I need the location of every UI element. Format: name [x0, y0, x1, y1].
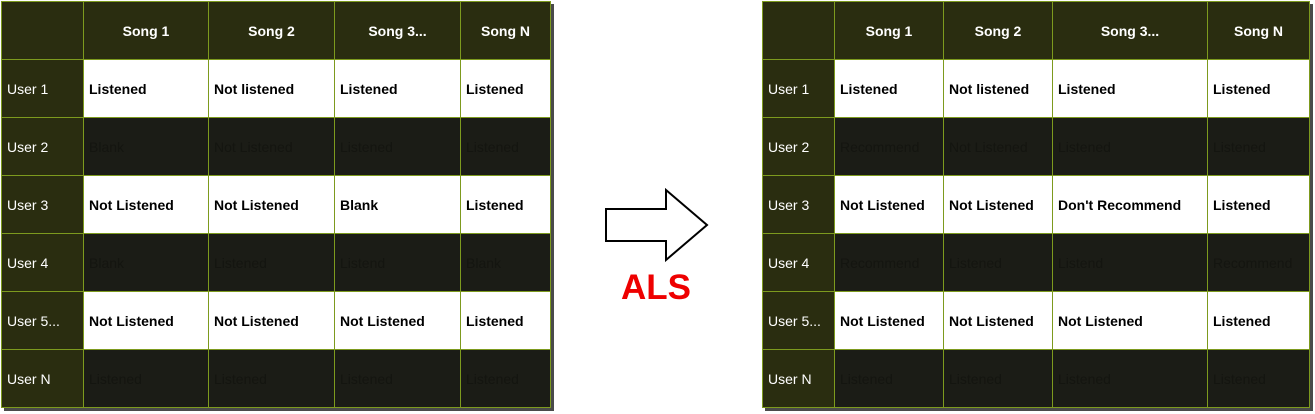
table-cell: Recommend	[834, 233, 944, 292]
table-cell: Listened	[460, 117, 551, 176]
table-cell: Listened	[460, 349, 551, 408]
table-row: User 4 Blank Listened Listend Blank	[1, 233, 551, 292]
table-cell: Not Listened	[943, 291, 1053, 350]
table-cell: Not Listened	[208, 291, 335, 350]
column-header-song-2: Song 2	[943, 1, 1053, 60]
table-cell: Not Listened	[334, 291, 461, 350]
table-cell: Not Listened	[943, 175, 1053, 234]
table-cell: Listened	[1207, 291, 1310, 350]
table-cell: Listend	[1052, 233, 1208, 292]
table-cell: Listened	[1207, 349, 1310, 408]
table-cell: Blank	[334, 175, 461, 234]
table-cell: Blank	[83, 233, 209, 292]
table-cell: Listened	[834, 349, 944, 408]
table-row: User 1 Listened Not listened Listened Li…	[1, 59, 551, 118]
table-cell: Blank	[460, 233, 551, 292]
table-cell: Don't Recommend	[1052, 175, 1208, 234]
table-cell: Listened	[1052, 117, 1208, 176]
als-label: ALS	[621, 268, 691, 307]
right-arrow-icon	[605, 188, 709, 263]
table-cell: Not Listened	[208, 117, 335, 176]
table-cell: Listened	[1207, 59, 1310, 118]
table-cell: Blank	[83, 117, 209, 176]
table-cell: Listened	[460, 59, 551, 118]
table-cell: Not Listened	[83, 291, 209, 350]
table-cell: Recommend	[1207, 233, 1310, 292]
table-cell: Listened	[943, 349, 1053, 408]
table-cell: Listened	[460, 175, 551, 234]
row-header: User N	[1, 349, 84, 408]
table-cell: Listened	[83, 59, 209, 118]
table-cell: Not Listened	[943, 117, 1053, 176]
table-cell: Listened	[83, 349, 209, 408]
table-cell: Listened	[943, 233, 1053, 292]
table-cell: Not Listened	[83, 175, 209, 234]
table-cell: Listened	[460, 291, 551, 350]
table-row: User 3 Not Listened Not Listened Blank L…	[1, 175, 551, 234]
arrow-shape	[605, 188, 709, 263]
header-row: Song 1 Song 2 Song 3... Song N	[1, 1, 551, 60]
table-cell: Listened	[334, 117, 461, 176]
table-cell: Listened	[334, 59, 461, 118]
row-header: User 2	[762, 117, 835, 176]
row-header: User 5...	[762, 291, 835, 350]
table-row: User 5... Not Listened Not Listened Not …	[1, 291, 551, 350]
table-row: User N Listened Listened Listened Listen…	[1, 349, 551, 408]
table-cell: Not listened	[943, 59, 1053, 118]
table-row: User N Listened Listened Listened Listen…	[762, 349, 1310, 408]
table-cell: Listened	[208, 349, 335, 408]
right-matrix: Song 1 Song 2 Song 3... Song N User 1 Li…	[762, 1, 1310, 408]
table-cell: Listened	[1207, 175, 1310, 234]
column-header-song-1: Song 1	[834, 1, 944, 60]
table-cell: Listend	[334, 233, 461, 292]
table-cell: Not Listened	[834, 175, 944, 234]
row-header: User N	[762, 349, 835, 408]
row-header: User 2	[1, 117, 84, 176]
row-header: User 1	[762, 59, 835, 118]
header-row: Song 1 Song 2 Song 3... Song N	[762, 1, 1310, 60]
table-cell: Listened	[1052, 59, 1208, 118]
column-header-song-n: Song N	[460, 1, 551, 60]
row-header: User 5...	[1, 291, 84, 350]
table-cell: Not Listened	[1052, 291, 1208, 350]
column-header-song-1: Song 1	[83, 1, 209, 60]
table-row: User 3 Not Listened Not Listened Don't R…	[762, 175, 1310, 234]
column-header-song-2: Song 2	[208, 1, 335, 60]
table-row: User 2 Recommend Not Listened Listened L…	[762, 117, 1310, 176]
table-cell: Listened	[334, 349, 461, 408]
table-cell: Not listened	[208, 59, 335, 118]
table-row: User 4 Recommend Listened Listend Recomm…	[762, 233, 1310, 292]
table-cell: Listened	[208, 233, 335, 292]
table-cell: Recommend	[834, 117, 944, 176]
corner-cell	[762, 1, 835, 60]
table-cell: Listened	[834, 59, 944, 118]
column-header-song-n: Song N	[1207, 1, 1310, 60]
corner-cell	[1, 1, 84, 60]
column-header-song-3: Song 3...	[1052, 1, 1208, 60]
row-header: User 4	[1, 233, 84, 292]
table-cell: Listened	[1052, 349, 1208, 408]
row-header: User 1	[1, 59, 84, 118]
table-row: User 5... Not Listened Not Listened Not …	[762, 291, 1310, 350]
table-cell: Not Listened	[208, 175, 335, 234]
column-header-song-3: Song 3...	[334, 1, 461, 60]
table-row: User 2 Blank Not Listened Listened Liste…	[1, 117, 551, 176]
table-row: User 1 Listened Not listened Listened Li…	[762, 59, 1310, 118]
left-matrix: Song 1 Song 2 Song 3... Song N User 1 Li…	[1, 1, 551, 408]
table-cell: Listened	[1207, 117, 1310, 176]
row-header: User 3	[762, 175, 835, 234]
table-cell: Not Listened	[834, 291, 944, 350]
row-header: User 4	[762, 233, 835, 292]
row-header: User 3	[1, 175, 84, 234]
